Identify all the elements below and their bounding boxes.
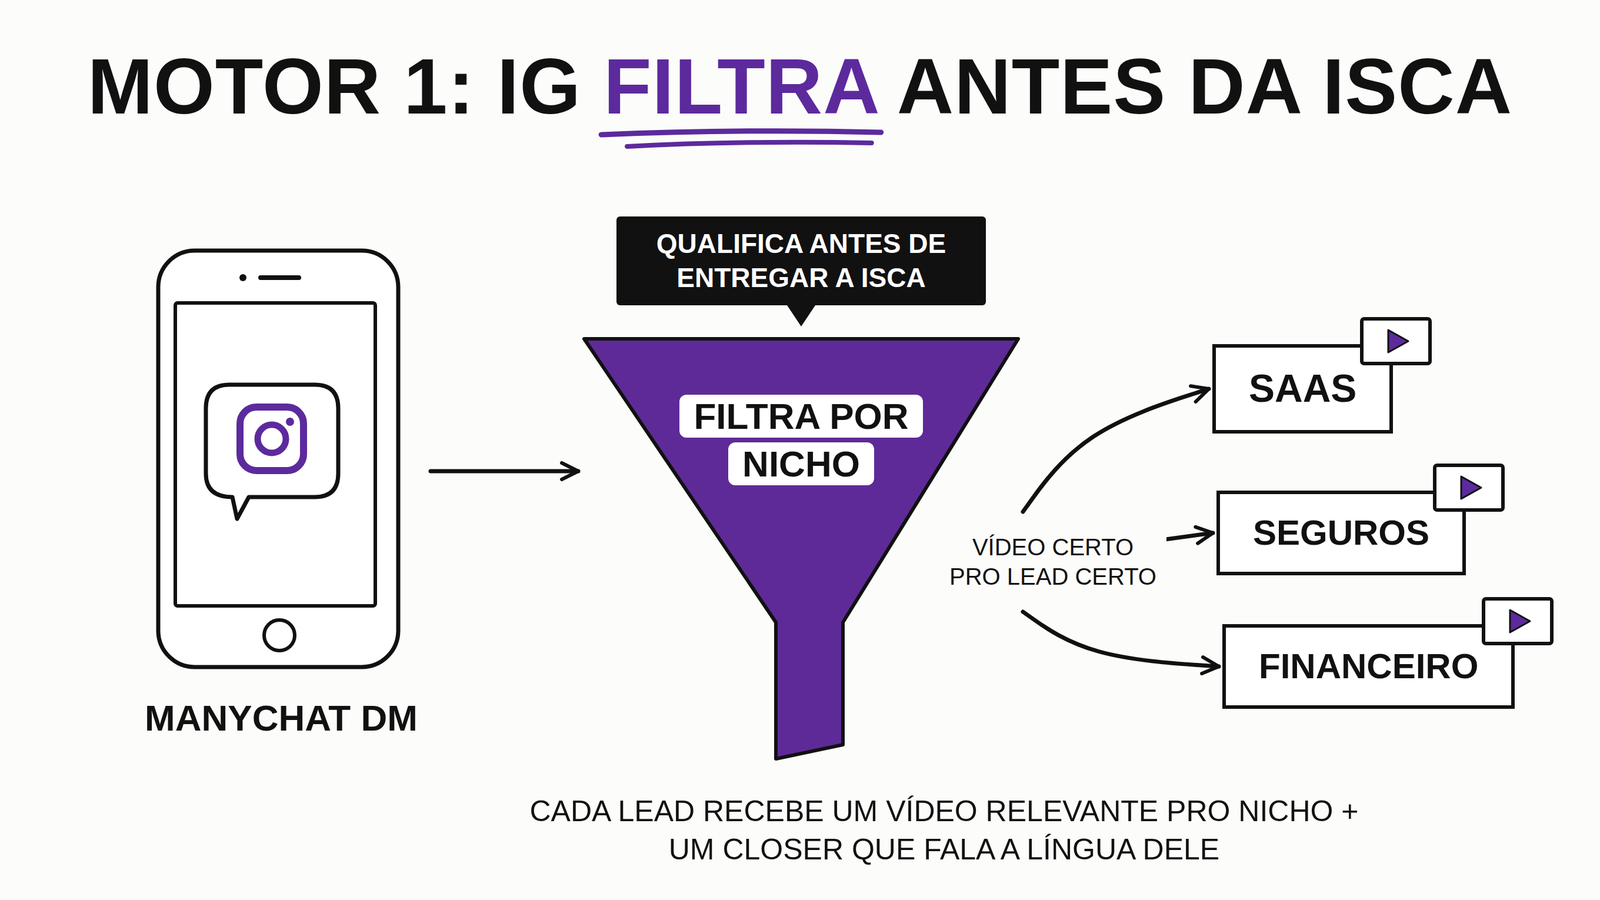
- video-play-tab: [1481, 597, 1554, 646]
- niche-label: SAAS: [1248, 365, 1357, 412]
- niche-box: FINANCEIRO: [1222, 624, 1515, 709]
- node-label: MANYCHAT DM: [134, 697, 429, 739]
- niche-box: SEGUROS: [1216, 490, 1466, 576]
- phone-node: MANYCHAT DM: [134, 247, 429, 739]
- title: MOTOR 1: IG FILTRA ANTES DA ISCA: [87, 42, 1513, 130]
- niche-label: SEGUROS: [1252, 511, 1430, 555]
- callout-pointer: [787, 305, 816, 328]
- title-highlight: FILTRA: [603, 42, 878, 130]
- callout-text: QUALIFICA ANTES DE ENTREGAR A ISCA: [636, 227, 966, 295]
- video-play-tab: [1360, 317, 1432, 366]
- funnel-label: FILTRA POR NICHO: [679, 394, 923, 486]
- flow-arrow: [430, 469, 579, 474]
- caption: CADA LEAD RECEBE UM VÍDEO RELEVANTE PRO …: [514, 792, 1374, 869]
- niche-box: SAAS: [1212, 344, 1393, 433]
- title-block: MOTOR 1: IG FILTRA ANTES DA ISCA: [0, 39, 1600, 134]
- video-play-tab: [1432, 463, 1505, 512]
- flow-arrow: [1022, 388, 1209, 512]
- callout-box: QUALIFICA ANTES DE ENTREGAR A ISCA: [616, 216, 986, 306]
- phone-illustration: [154, 247, 408, 674]
- funnel-label-holder: FILTRA POR NICHO: [665, 392, 937, 488]
- flow-arrow: [1022, 611, 1219, 667]
- niche-label: FINANCEIRO: [1258, 645, 1479, 688]
- edge-label: VÍDEO CERTO PRO LEAD CERTO: [939, 530, 1167, 594]
